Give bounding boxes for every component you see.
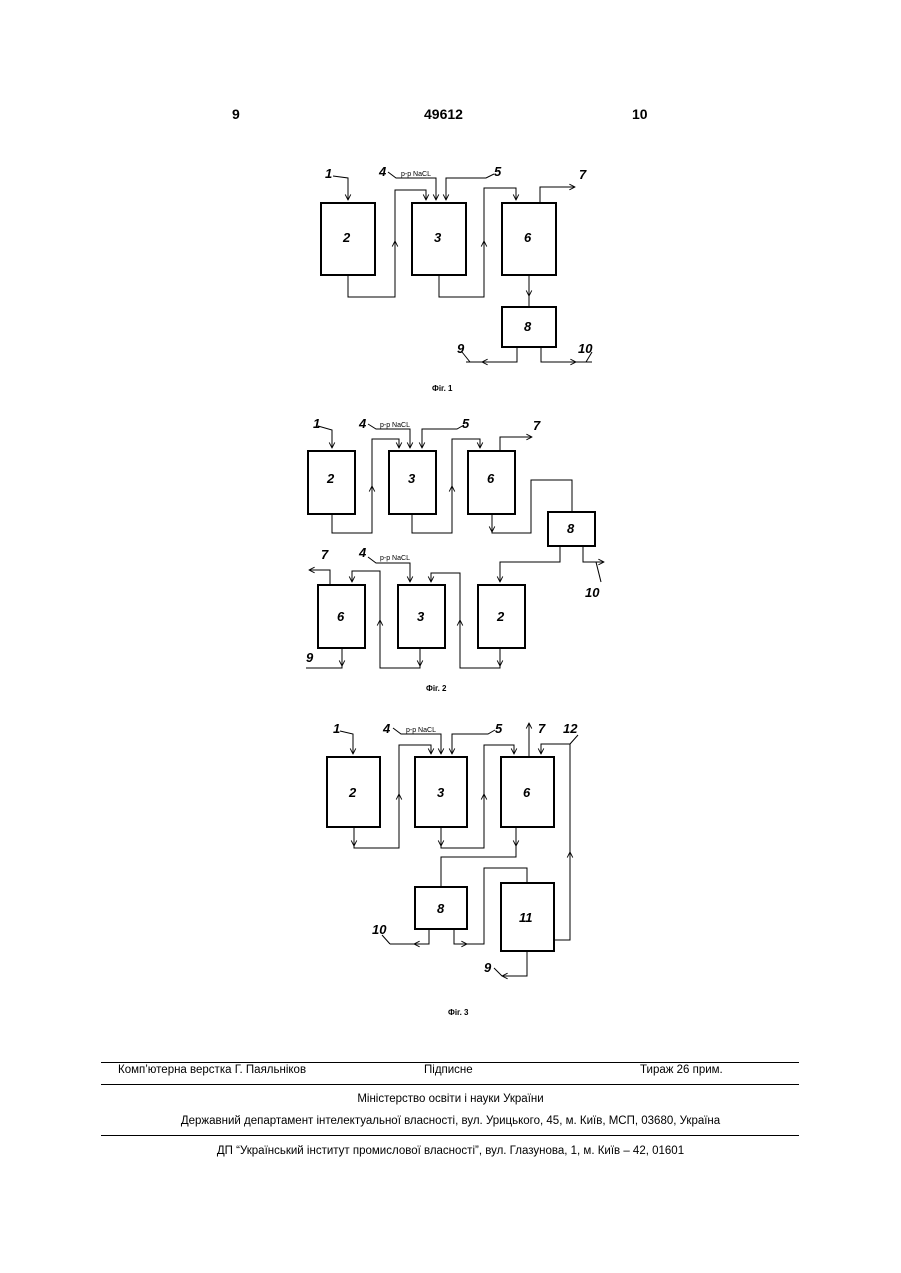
fig3-flow-8-11 <box>454 868 527 944</box>
footer-rule-top <box>101 1062 799 1063</box>
fig2-label-7b: 7 <box>321 547 329 562</box>
fig2-flow-6-8 <box>492 480 572 533</box>
fig1-nacl-label: р-р NaCL <box>401 171 431 178</box>
footer-ministry: Міністерство освіти і науки України <box>0 1093 901 1105</box>
fig1-box-2-label: 2 <box>342 230 351 245</box>
fig2-label-7: 7 <box>533 418 541 433</box>
fig2-box-2b-label: 2 <box>496 609 505 624</box>
fig3-label-5: 5 <box>495 721 503 736</box>
fig3-leader-12 <box>570 735 578 744</box>
fig1-caption: Фіг. 1 <box>432 384 453 393</box>
fig2-stream-7b <box>309 570 330 585</box>
figure-3 <box>327 723 578 976</box>
footer-rule-bottom <box>101 1135 799 1136</box>
fig1-label-10: 10 <box>578 341 593 356</box>
figure-2-text: 2 3 6 8 6 3 2 1 4 р-р NaCL 5 7 10 7 4 р-… <box>306 416 600 693</box>
fig2-stream-5 <box>422 425 464 448</box>
fig2-box-8-label: 8 <box>567 521 575 536</box>
fig3-nacl-label: р-р NaCL <box>406 727 436 734</box>
fig1-stream-10 <box>541 347 576 362</box>
footer-typesetting: Комп’ютерна верстка Г. Паяльніков <box>118 1064 306 1076</box>
fig3-box-8-label: 8 <box>437 901 445 916</box>
fig2-box-6-label: 6 <box>487 471 495 486</box>
figure-1-text: 2 3 6 8 1 4 р-р NaCL 5 7 9 10 Фіг. 1 <box>325 164 593 393</box>
fig2-flow-8-2b <box>500 547 560 582</box>
fig1-stream-1 <box>333 176 348 200</box>
fig1-stream-9 <box>482 347 517 362</box>
footer-institute: ДП “Український інститут промислової вла… <box>0 1145 901 1157</box>
fig1-box-3-label: 3 <box>434 230 442 245</box>
fig3-label-1: 1 <box>333 721 340 736</box>
fig2-box-2-label: 2 <box>326 471 335 486</box>
fig2-box-3b-label: 3 <box>417 609 425 624</box>
fig3-stream-5 <box>452 730 495 754</box>
fig1-flow-3-6 <box>439 188 516 297</box>
figure-1 <box>321 172 592 362</box>
fig3-label-7: 7 <box>538 721 546 736</box>
fig2-label-4: 4 <box>358 416 367 431</box>
fig3-label-10: 10 <box>372 922 387 937</box>
footer-signed: Підписне <box>424 1064 473 1076</box>
fig2-caption: Фіг. 2 <box>426 684 447 693</box>
fig2-stream-10 <box>583 547 604 562</box>
fig2-box-6b-label: 6 <box>337 609 345 624</box>
fig1-label-5: 5 <box>494 164 502 179</box>
fig3-stream-9 <box>502 952 527 976</box>
figure-2 <box>306 424 604 668</box>
fig2-label-4b: 4 <box>358 545 367 560</box>
fig3-leader-9 <box>494 968 502 976</box>
fig3-label-4: 4 <box>382 721 391 736</box>
fig2-label-10: 10 <box>585 585 600 600</box>
fig1-box-6-label: 6 <box>524 230 532 245</box>
fig3-stream-12 <box>541 744 570 940</box>
fig3-stream-1 <box>340 731 353 754</box>
fig1-label-4: 4 <box>378 164 387 179</box>
fig1-label-9: 9 <box>457 341 465 356</box>
fig2-flow-2b-3b <box>431 573 500 668</box>
figure-3-text: 2 3 6 8 11 1 4 р-р NaCL 5 7 12 10 9 Фіг.… <box>333 721 578 1017</box>
fig2-box-3-label: 3 <box>408 471 416 486</box>
fig2-label-1: 1 <box>313 416 320 431</box>
fig2-flow-3-6 <box>412 439 480 533</box>
fig3-label-12: 12 <box>563 721 578 736</box>
fig2-label-9: 9 <box>306 650 314 665</box>
fig3-box-2-label: 2 <box>348 785 357 800</box>
fig3-box-3-label: 3 <box>437 785 445 800</box>
fig3-flow-6-8 <box>441 828 516 887</box>
fig3-stream-10 <box>390 930 429 944</box>
fig3-box-6-label: 6 <box>523 785 531 800</box>
fig1-stream-5 <box>446 174 494 200</box>
fig2-leader-10 <box>596 562 601 582</box>
fig2-nacl-label-b: р-р NaCL <box>380 555 410 562</box>
fig1-box-8-label: 8 <box>524 319 532 334</box>
fig2-label-5: 5 <box>462 416 470 431</box>
fig3-flow-3-6 <box>441 745 514 848</box>
fig3-box-11-label: 11 <box>519 910 533 925</box>
footer-rule-middle <box>101 1084 799 1085</box>
fig1-flow-2-3 <box>348 190 426 297</box>
fig3-label-9: 9 <box>484 960 492 975</box>
fig2-stream-7 <box>500 437 532 451</box>
fig1-label-1: 1 <box>325 166 332 181</box>
footer-department: Державний департамент інтелектуальної вл… <box>0 1115 901 1127</box>
figures-canvas: 2 3 6 8 1 4 р-р NaCL 5 7 9 10 Фіг. 1 <box>0 0 901 1040</box>
fig2-nacl-label: р-р NaCL <box>380 422 410 429</box>
fig3-caption: Фіг. 3 <box>448 1008 469 1017</box>
fig1-label-7: 7 <box>579 167 587 182</box>
fig1-stream-7 <box>540 187 575 203</box>
footer-circulation: Тираж 26 прим. <box>640 1064 723 1076</box>
fig3-flow-2-3 <box>354 745 431 848</box>
